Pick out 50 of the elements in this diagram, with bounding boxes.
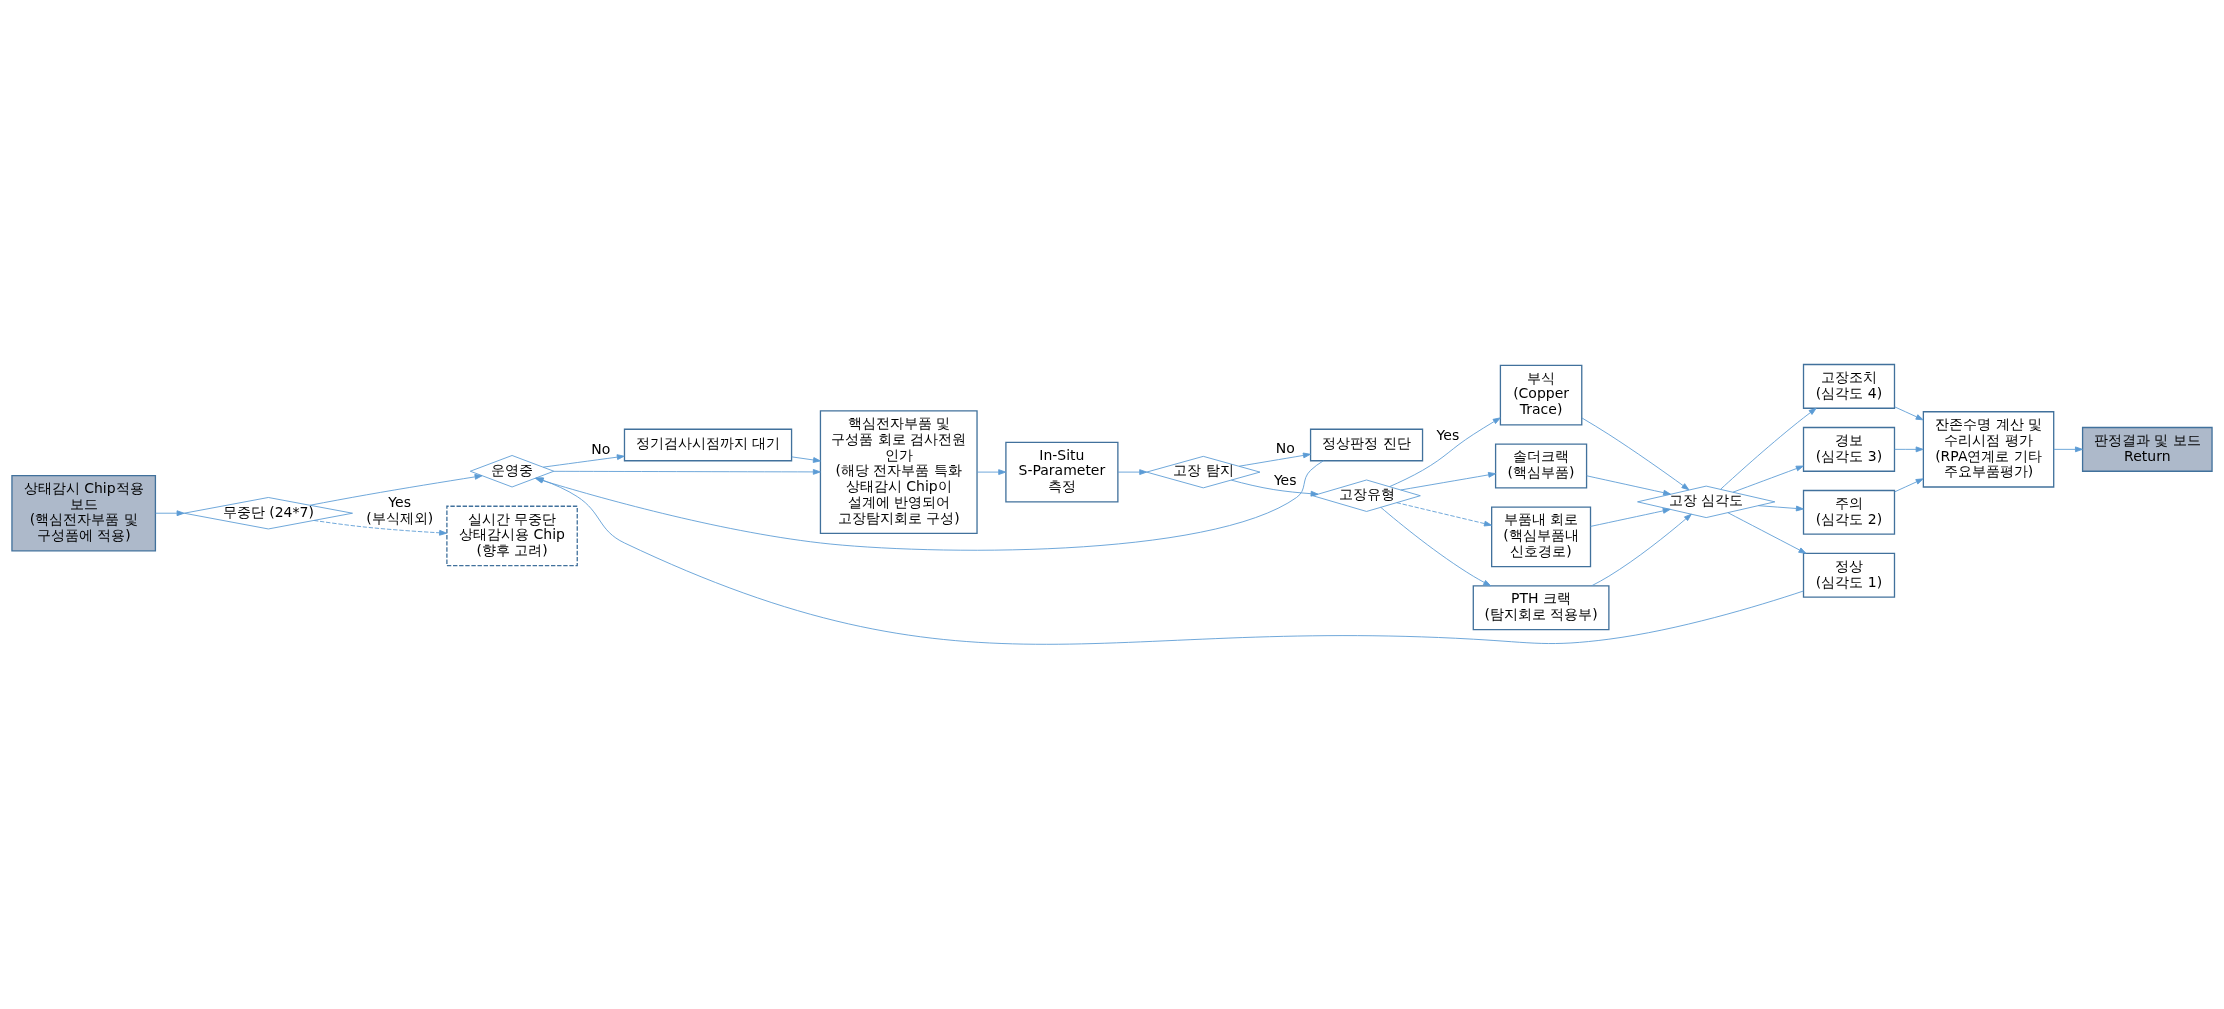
edge-label: Yes: [1273, 472, 1297, 489]
arrow: [542, 454, 625, 468]
node-box: 정상판정 진단: [1309, 428, 1424, 462]
arrow: [1727, 512, 1807, 554]
node-box: 정상 (심각도 1): [1802, 552, 1896, 598]
arrow: [1396, 502, 1492, 527]
arrow: [1894, 478, 1924, 493]
node-box: 고장조치 (심각도 4): [1802, 363, 1896, 409]
edge-label: Yes (부식제외): [366, 493, 434, 526]
arrow: [1894, 446, 1924, 453]
arrow: [309, 474, 483, 506]
arrow: [1380, 506, 1492, 587]
node-box: 솔더크랙 (핵심부품): [1494, 443, 1588, 489]
node-diamond: 고장 탐지: [1146, 455, 1261, 489]
arrow: [1732, 465, 1804, 493]
node-diamond: 운영중: [469, 455, 555, 488]
edge-label: No: [591, 440, 611, 457]
edge-label: Yes: [1436, 427, 1460, 444]
arrow: [1230, 479, 1319, 497]
node-box: 상태감시 Chip적용 보드 (핵심전자부품 및 구성품에 적용): [11, 474, 157, 552]
node-box: 경보 (심각도 3): [1802, 426, 1896, 472]
arrow: [1720, 407, 1817, 490]
arrow: [1581, 417, 1690, 491]
arrow: [1591, 513, 1692, 587]
edge-label: No: [1275, 439, 1295, 456]
node-box: PTH 크랙 (탐지회로 적용부): [1472, 585, 1610, 631]
arrow: [553, 469, 821, 475]
node-box: 주의 (심각도 2): [1802, 489, 1896, 535]
node-box: 잔존수명 계산 및 수리시점 평가 (RPA연계로 기타 주요부품평가): [1922, 411, 2055, 488]
node-box: 부식 (Copper Trace): [1499, 364, 1583, 426]
arrow: [1757, 505, 1804, 512]
arrow: [1894, 406, 1924, 421]
arrow: [1117, 469, 1148, 475]
arrow: [2053, 446, 2083, 453]
node-box: 부품내 회로 (핵심부품내 신호경로): [1491, 506, 1592, 568]
arrow: [1586, 475, 1671, 496]
arrow: [1400, 472, 1496, 491]
node-box: 실시간 무중단 상태감시용 Chip (향후 고려): [446, 505, 578, 567]
node-box: 판정결과 및 보드 Return: [2081, 426, 2213, 472]
arrow: [155, 510, 185, 517]
arrow: [1238, 452, 1311, 467]
node-box: 정기검사시점까지 대기: [623, 428, 793, 462]
arrow: [313, 520, 448, 536]
node-box: In-Situ S-Parameter 측정: [1005, 441, 1119, 503]
node-diamond: 무중단 (24*7): [183, 497, 353, 530]
arrow: [976, 469, 1007, 475]
node-box: 핵심전자부품 및 구성품 회로 검사전원 인가 (해당 전자부품 특화 상태감시 Chip이 설계에 반영되어 고장탐지회로 구성): [819, 410, 978, 534]
arrow: [791, 456, 821, 463]
arrow: [1389, 417, 1501, 488]
arrow: [1590, 508, 1671, 527]
